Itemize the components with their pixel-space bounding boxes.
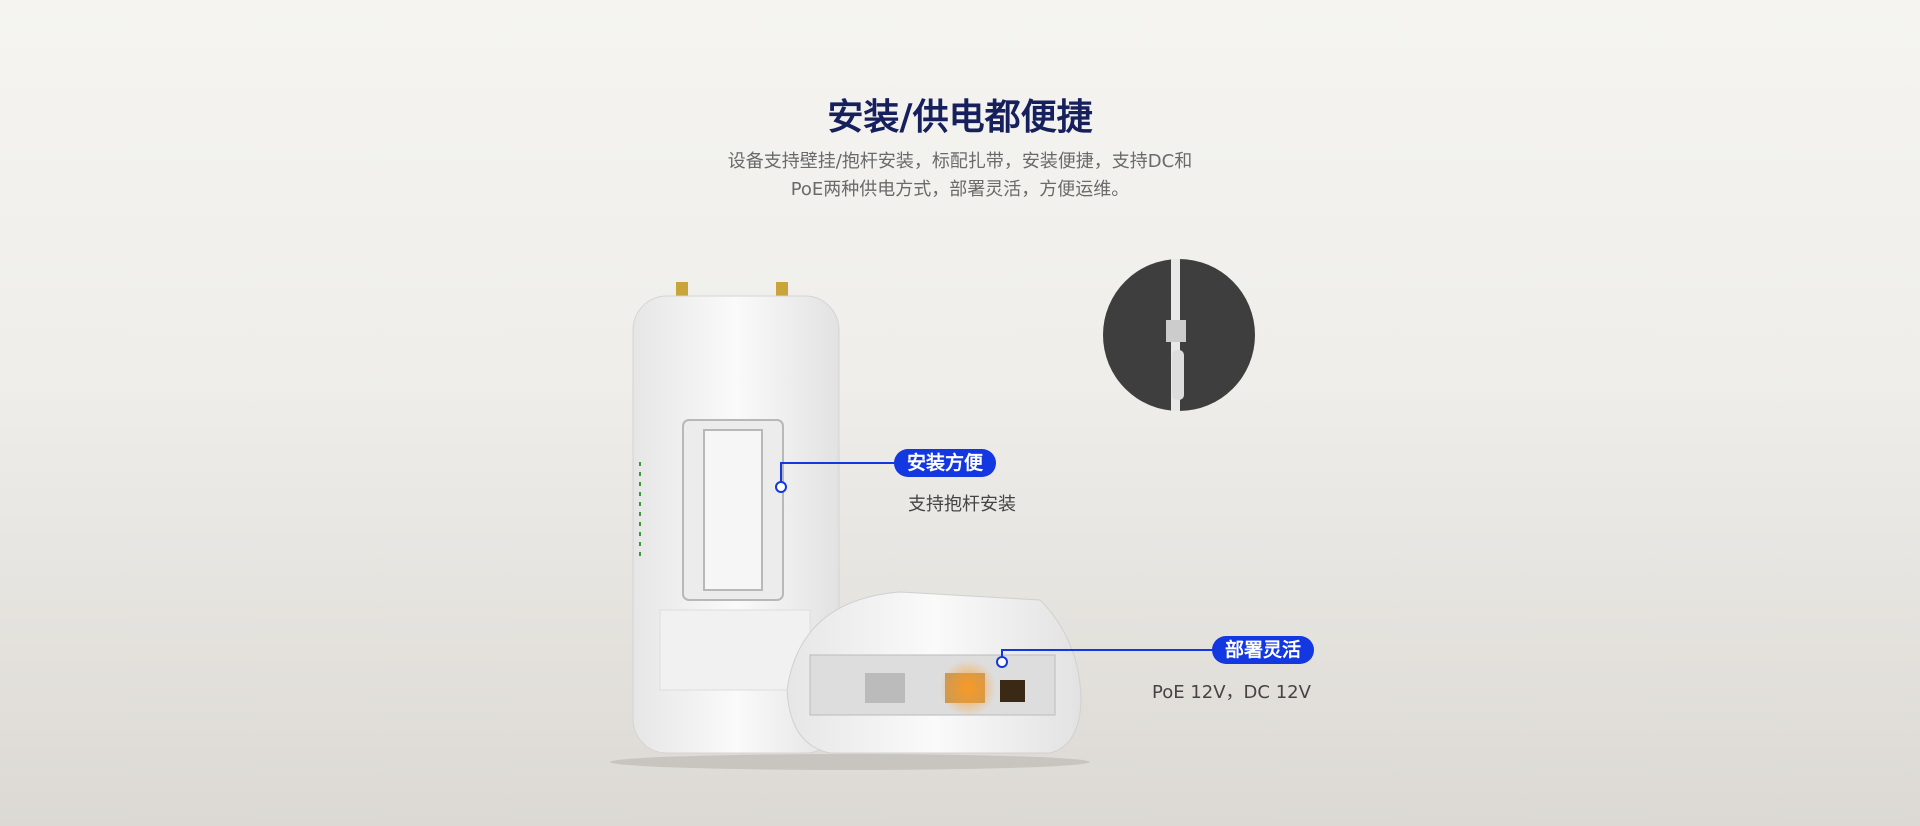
page-title: 安装/供电都便捷: [827, 97, 1093, 138]
subtitle-line-2: PoE两种供电方式，部署灵活，方便运维。: [790, 179, 1130, 200]
callout-badge-installation: 安装方便: [894, 449, 997, 477]
callout-lines: [775, 462, 1216, 668]
callout-badge-deployment: 部署灵活: [1212, 636, 1315, 664]
mounting-bracket: [682, 419, 784, 601]
callout-note-installation: 支持抱杆安装: [908, 494, 1016, 515]
subtitle-line-1: 设备支持壁挂/抱杆安装，标配扎带，安装便捷，支持DC和: [727, 151, 1193, 172]
back-unit: [632, 282, 840, 754]
front-unit: [786, 591, 1082, 754]
callout-note-power: PoE 12V，DC 12V: [1152, 682, 1311, 703]
pole-mount-inset: [1103, 259, 1255, 411]
shadow: [610, 754, 1090, 770]
